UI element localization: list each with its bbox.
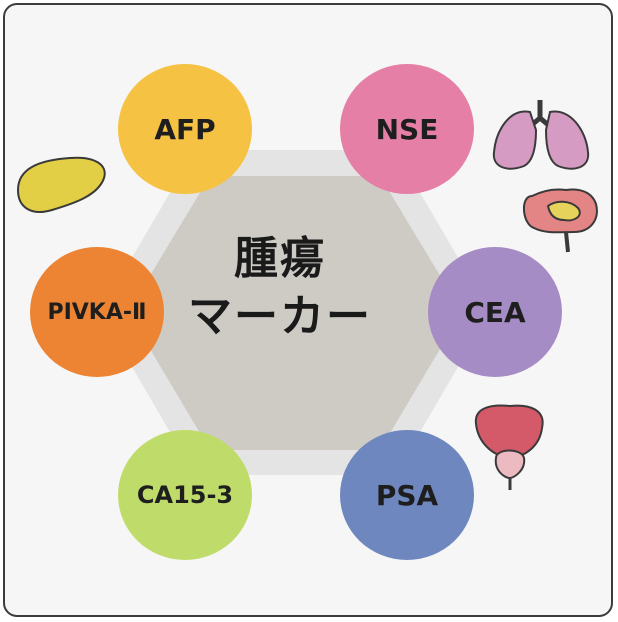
marker-ca153: CA15-3 [118,430,252,560]
marker-pivka: PIVKA-Ⅱ [30,247,164,377]
marker-cea: CEA [428,247,562,377]
lungs-icon [492,100,590,170]
marker-afp: AFP [118,64,252,194]
marker-psa-label: PSA [375,478,439,512]
center-title-line1: 腫瘍 [234,233,326,284]
prostate-icon [474,404,544,490]
liver-icon [16,156,106,213]
intestine-icon [523,188,598,253]
hexagon-inner [128,176,462,450]
marker-cea-label: CEA [464,295,526,329]
marker-ca153-label: CA15-3 [136,481,234,509]
marker-pivka-label: PIVKA-Ⅱ [47,299,147,325]
marker-afp-label: AFP [154,112,216,146]
center-title: 腫瘍 マーカー [160,230,400,346]
marker-nse: NSE [340,64,474,194]
marker-psa: PSA [340,430,474,560]
marker-nse-label: NSE [375,112,439,146]
center-title-line2: マーカー [188,291,372,342]
